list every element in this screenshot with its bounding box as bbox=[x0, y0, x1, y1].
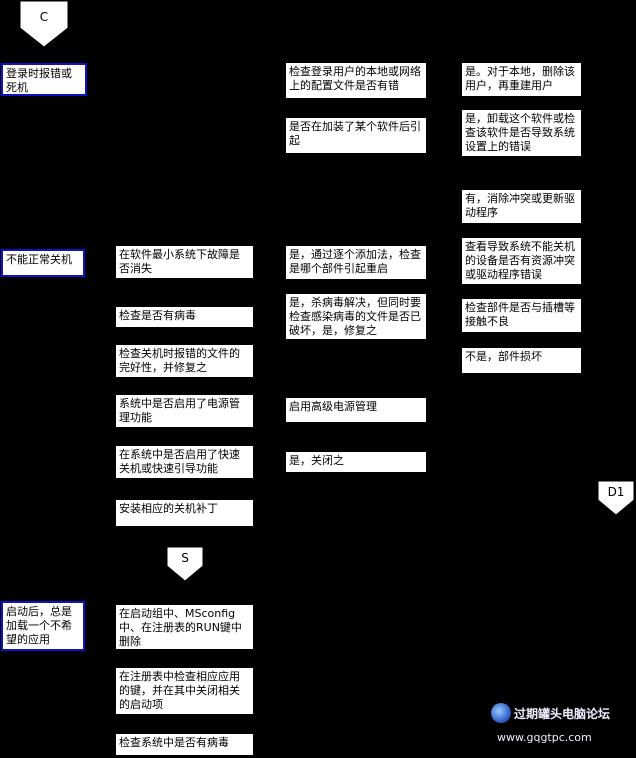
connector-s-label: S bbox=[181, 551, 189, 565]
enable-advanced-power: 启用高级电源管理 bbox=[286, 398, 426, 422]
check-virus: 检查是否有病毒 bbox=[116, 307, 253, 327]
check-system-virus: 检查系统中是否有病毒 bbox=[116, 734, 253, 755]
check-fast-shutdown: 在系统中是否启用了快速关机或快速引导功能 bbox=[116, 446, 253, 478]
check-user-profile: 检查登录用户的本地或网络上的配置文件是否有错 bbox=[286, 63, 426, 98]
install-shutdown-patch: 安装相应的关机补丁 bbox=[116, 500, 253, 526]
check-registry-startup: 在注册表中检查相应应用的键，并在其中关闭相关的启动项 bbox=[116, 668, 253, 714]
check-file-integrity: 检查关机时报错的文件的完好性，并修复之 bbox=[116, 345, 253, 377]
check-component-contact: 检查部件是否与插槽等接触不良 bbox=[462, 299, 581, 332]
forum-watermark: 过期罐头电脑论坛 www.gqgtpc.com bbox=[491, 703, 631, 749]
connector-c-shape bbox=[19, 0, 69, 48]
resolve-driver-conflict: 有，消除冲突或更新驱动程序 bbox=[462, 190, 581, 223]
symptom-login-crash: 登录时报错或死机 bbox=[1, 63, 87, 96]
check-power-management: 系统中是否启用了电源管理功能 bbox=[116, 395, 253, 427]
forum-logo-icon bbox=[491, 703, 511, 723]
check-device-conflict: 查看导致系统不能关机的设备是否有资源冲突或驱动程序错误 bbox=[462, 238, 581, 284]
symptom-unwanted-startup-app: 启动后，总是加载一个不希望的应用 bbox=[1, 601, 85, 651]
connector-c-label: C bbox=[39, 10, 49, 24]
disable-fast-shutdown: 是，关闭之 bbox=[286, 452, 426, 472]
check-safe-mode: 在软件最小系统下故障是否消失 bbox=[116, 246, 253, 278]
symptom-cannot-shutdown: 不能正常关机 bbox=[1, 249, 85, 277]
remove-startup-entries: 在启动组中、MSconfig中、在注册表的RUN键中删除 bbox=[116, 605, 253, 649]
add-components-one-by-one: 是，通过逐个添加法，检查是哪个部件引起重启 bbox=[286, 246, 426, 279]
connector-d1-label: D1 bbox=[607, 485, 625, 499]
uninstall-software: 是，卸载这个软件或检查该软件是否导致系统设置上的错误 bbox=[462, 110, 581, 156]
watermark-title: 过期罐头电脑论坛 bbox=[514, 707, 611, 721]
check-after-software-install: 是否在加装了某个软件后引起 bbox=[286, 118, 426, 153]
connector-d1-shape bbox=[597, 480, 635, 516]
connector-s-shape bbox=[166, 546, 204, 582]
delete-recreate-user: 是。对于本地，删除该用户，再重建用户 bbox=[462, 63, 581, 96]
kill-virus-and-repair: 是，杀病毒解决，但同时要检查感染病毒的文件是否已破坏，是，修复之 bbox=[286, 294, 426, 339]
watermark-url: www.gqgtpc.com bbox=[497, 731, 592, 744]
component-damaged: 不是，部件损坏 bbox=[462, 348, 581, 373]
